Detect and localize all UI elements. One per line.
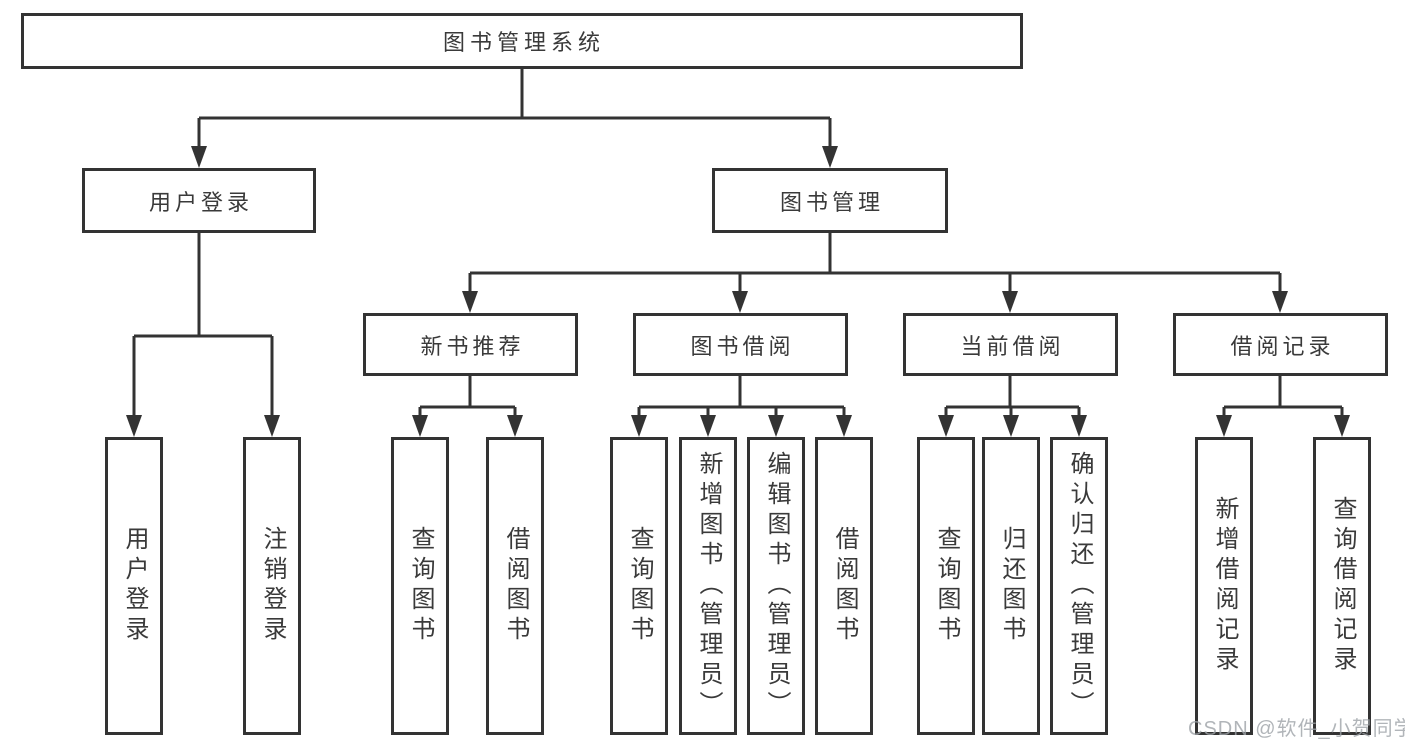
leaf-user-login: 用户登录	[105, 437, 163, 735]
leaf-records-add-borrow-record: 新增借阅记录	[1195, 437, 1253, 735]
node-new-book-recommend: 新书推荐	[363, 313, 578, 376]
csdn-watermark: CSDN @软件_小贺同学	[1188, 718, 1405, 740]
node-book-management: 图书管理	[712, 168, 948, 233]
leaf-logout: 注销登录	[243, 437, 301, 735]
node-user-login: 用户登录	[82, 168, 316, 233]
node-borrow-records: 借阅记录	[1173, 313, 1388, 376]
leaf-recommend-query-books: 查询图书	[391, 437, 449, 735]
leaf-borrow-borrow-books: 借阅图书	[815, 437, 873, 735]
node-book-borrow: 图书借阅	[633, 313, 848, 376]
leaf-current-query-books: 查询图书	[917, 437, 975, 735]
leaf-current-return-books: 归还图书	[982, 437, 1040, 735]
leaf-records-query-borrow-record: 查询借阅记录	[1313, 437, 1371, 735]
leaf-borrow-query-books: 查询图书	[610, 437, 668, 735]
leaf-current-confirm-return-admin: 确认归还（管理员）	[1050, 437, 1108, 735]
node-library-management-system: 图书管理系统	[21, 13, 1023, 69]
leaf-borrow-edit-books-admin: 编辑图书（管理员）	[747, 437, 805, 735]
leaf-recommend-borrow-books: 借阅图书	[486, 437, 544, 735]
node-current-borrow: 当前借阅	[903, 313, 1118, 376]
leaf-borrow-add-books-admin: 新增图书（管理员）	[679, 437, 737, 735]
